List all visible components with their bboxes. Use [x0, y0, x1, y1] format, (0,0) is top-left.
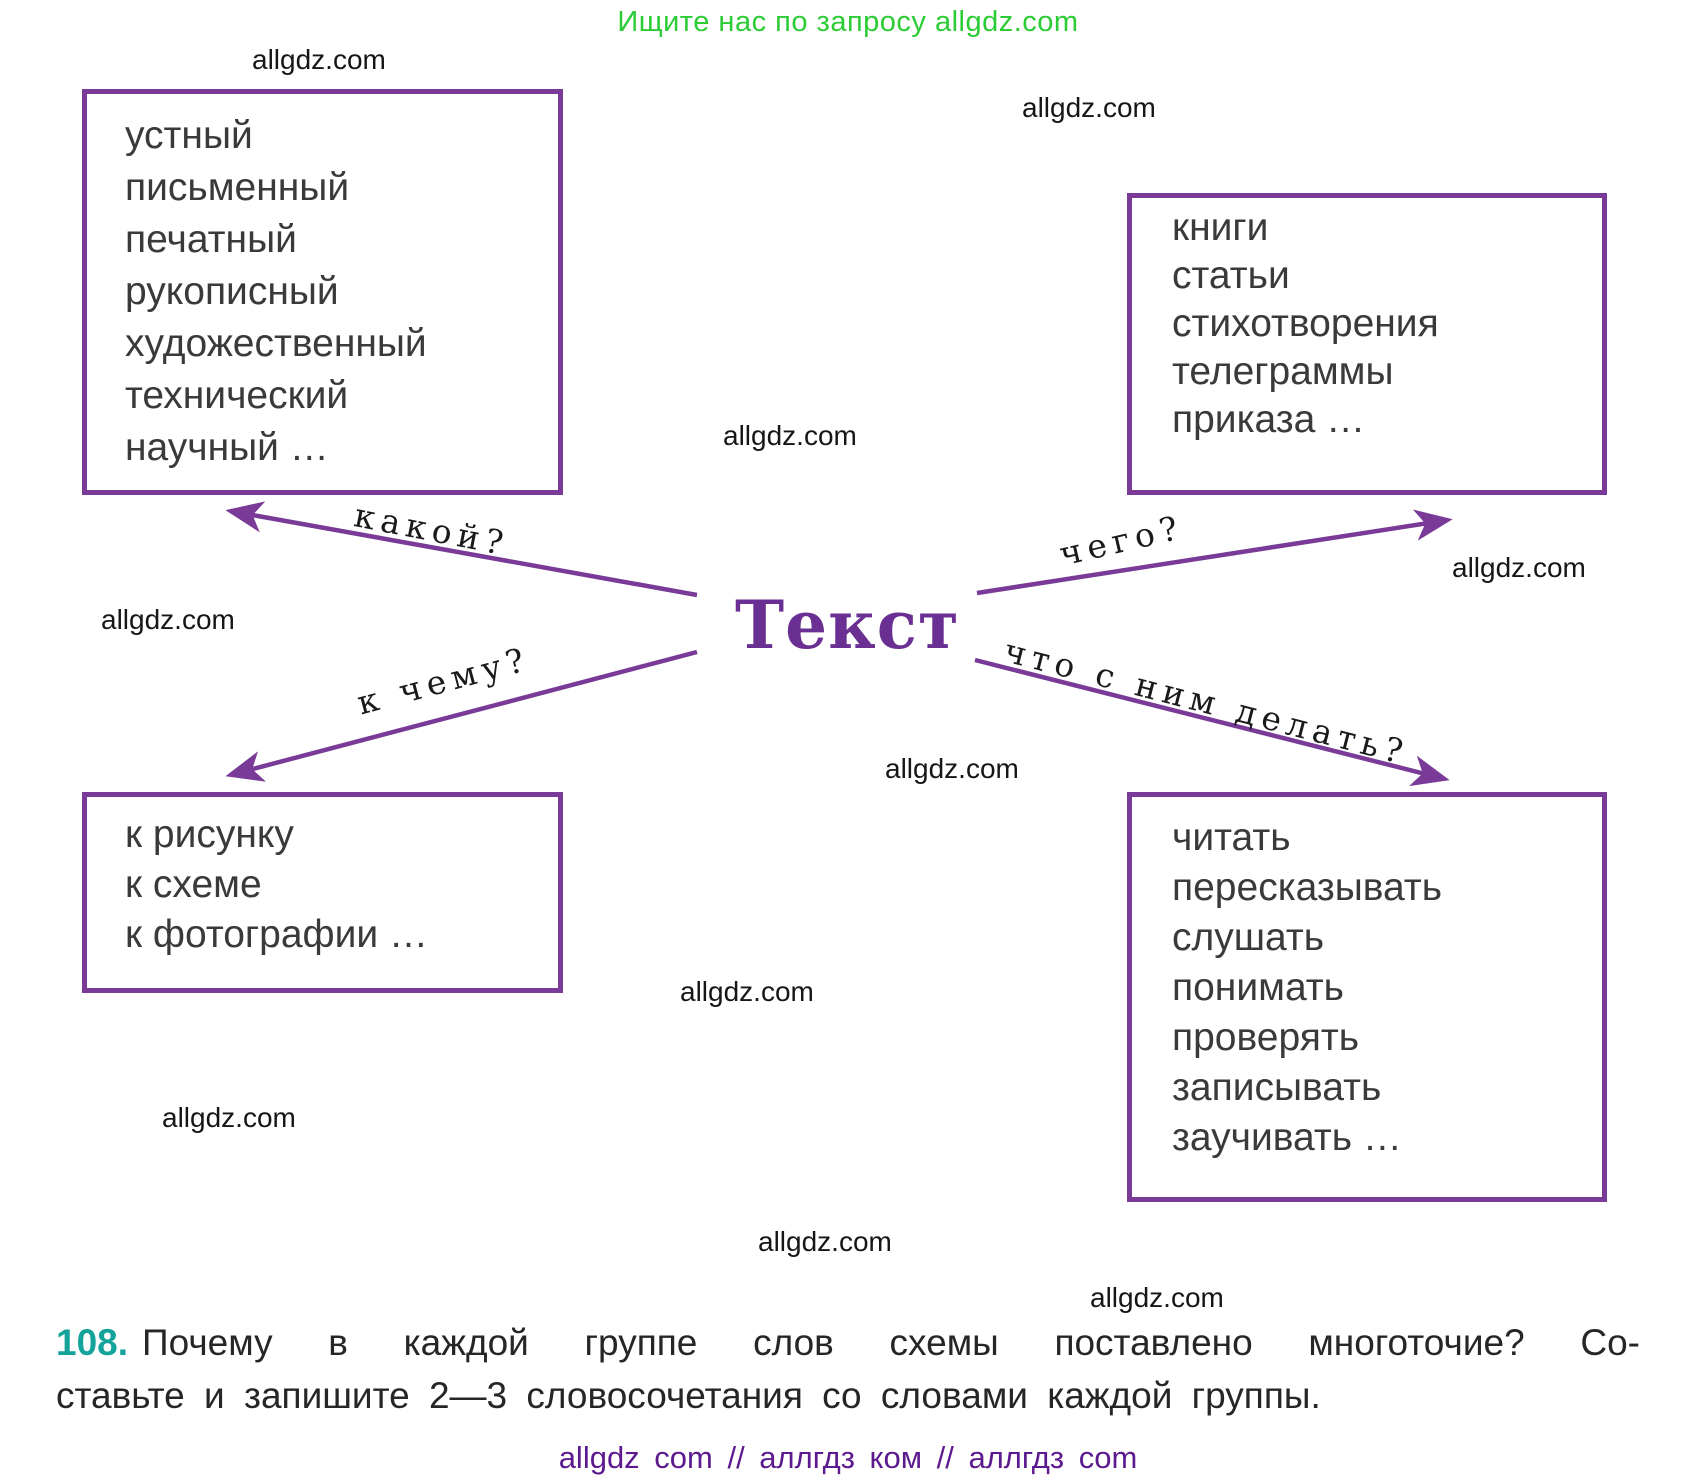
box-line: проверять [1172, 1016, 1360, 1059]
box-line: записывать [1172, 1066, 1382, 1109]
exercise-line-2: ставьте и запишите 2—3 словосочетания со… [56, 1375, 1321, 1416]
watermark: allgdz.com [680, 976, 814, 1007]
box-text-actions: читать пересказывать слушать понимать пр… [1127, 792, 1607, 1202]
box-line: рукописный [125, 270, 339, 313]
footer-watermark: allgdz com // аллгдз ком // аллгдз com [558, 1440, 1138, 1475]
box-line: к схеме [125, 863, 262, 906]
box-line: к рисунку [125, 813, 294, 856]
watermark: allgdz.com [723, 420, 857, 451]
box-text-kinds: устный письменный печатный рукописный ху… [82, 89, 563, 495]
watermark: allgdz.com [162, 1102, 296, 1133]
box-line: технический [125, 374, 349, 417]
arrow-top-right [976, 509, 1453, 596]
watermark: allgdz.com [758, 1226, 892, 1257]
watermark: allgdz.com [252, 44, 386, 75]
box-line: телеграммы [1172, 350, 1394, 393]
watermark: allgdz.com [101, 604, 235, 635]
box-text-genres: книги статьи стихотворения телеграммы пр… [1127, 193, 1607, 495]
box-line: слушать [1172, 916, 1325, 959]
box-line: книги [1172, 206, 1269, 249]
watermark: allgdz.com [1452, 552, 1586, 583]
arrow-bottom-left [225, 649, 698, 782]
box-line: стихотворения [1172, 302, 1439, 345]
box-line: статьи [1172, 254, 1290, 297]
exercise-number: 108. [56, 1322, 129, 1363]
box-line: к фотографии … [125, 913, 429, 956]
box-line: письменный [125, 166, 350, 209]
exercise-108: 108. Почему в каждой группе слов схемы по… [56, 1316, 1640, 1422]
diagram-title: Текст [735, 586, 960, 664]
box-line: пересказывать [1172, 866, 1443, 909]
box-line: печатный [125, 218, 297, 261]
arrow-bottom-right [974, 657, 1450, 787]
box-line: приказа … [1172, 398, 1366, 441]
watermark: allgdz.com [885, 753, 1019, 784]
watermark: allgdz.com [1090, 1282, 1224, 1313]
watermark: allgdz.com [1022, 92, 1156, 123]
arrow-top-left [225, 501, 698, 598]
box-text-attachments: к рисунку к схеме к фотографии … [82, 792, 563, 993]
exercise-text-1: Почему в каждой группе слов схемы постав… [142, 1322, 1640, 1363]
box-line: научный … [125, 426, 329, 469]
box-line: устный [125, 114, 253, 157]
box-line: художественный [125, 322, 427, 365]
box-line: заучивать … [1172, 1116, 1402, 1159]
exercise-line-1: 108. Почему в каждой группе слов схемы по… [56, 1316, 1640, 1369]
promo-banner: Ищите нас по запросу allgdz.com [617, 6, 1079, 38]
box-line: понимать [1172, 966, 1344, 1009]
box-line: читать [1172, 816, 1291, 859]
